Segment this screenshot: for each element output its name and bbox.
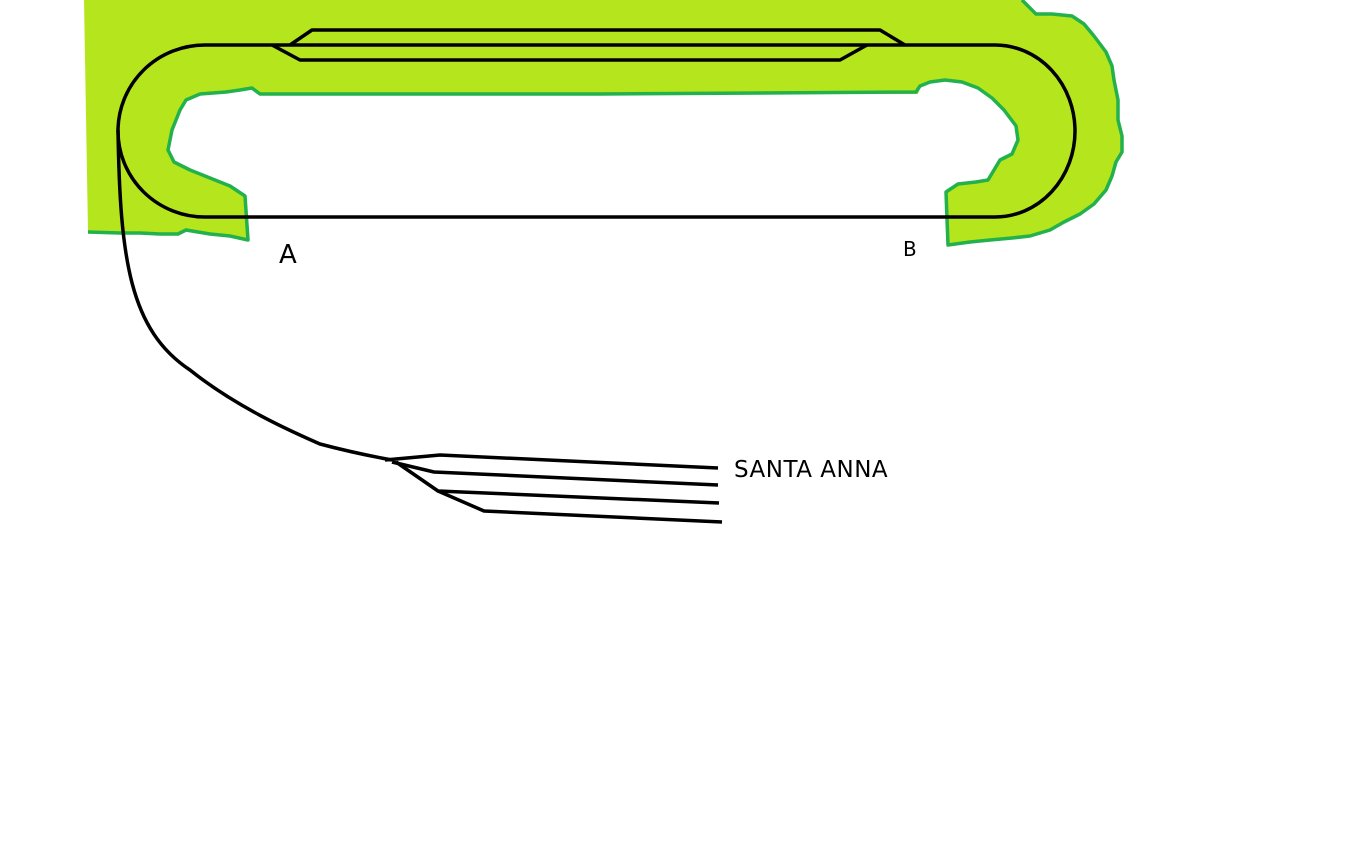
station-label: SANTA ANNA bbox=[734, 457, 889, 483]
main-loop-track bbox=[116, 43, 1077, 219]
point-b-label: B bbox=[903, 237, 917, 261]
yard-track-1 bbox=[384, 453, 719, 470]
lower-siding-track bbox=[271, 43, 868, 62]
point-a-label: A bbox=[279, 240, 297, 270]
yard-track-2 bbox=[391, 460, 719, 487]
terrain-outline bbox=[87, 0, 1124, 247]
upper-siding-track bbox=[289, 28, 906, 47]
yard-track-4 bbox=[437, 489, 723, 524]
branch-line-track bbox=[116, 129, 393, 462]
terrain-area bbox=[84, 0, 1122, 245]
